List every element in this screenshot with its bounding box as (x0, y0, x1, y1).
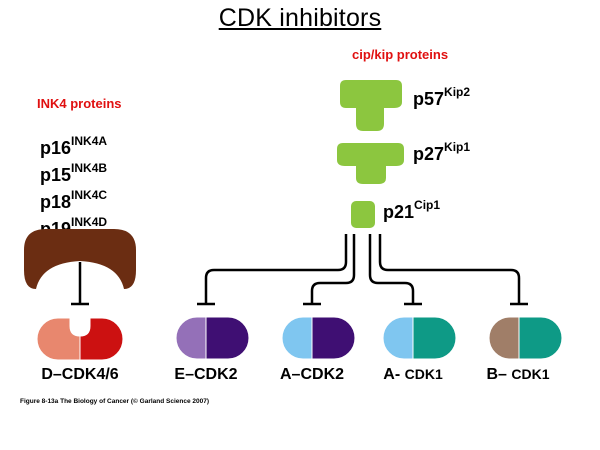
a-cdk2-kinase-shape (311, 316, 356, 360)
ink4-member-p16: p16INK4A (40, 134, 108, 158)
branch-to-a-cdk1 (368, 234, 415, 303)
ink4-label: INK4 proteins (37, 96, 122, 111)
cip-kip-label: cip/kip proteins (352, 47, 449, 62)
d-cdk46-cyclin-shape (36, 317, 81, 361)
complex-label-e-cdk2: E–CDK2 (174, 366, 238, 383)
figure-caption: Figure 8-13a The Biology of Cancer (© Ga… (20, 398, 210, 405)
p27-label: p27Kip1 (413, 140, 471, 164)
complex-label-b-cdk1: B– CDK1 (486, 366, 550, 383)
d-cdk46-kinase-shape (79, 317, 124, 361)
p21-inhibitor-shape (351, 201, 375, 228)
e-cdk2-cyclin-shape (175, 316, 207, 360)
complex-label-d-cdk46: D–CDK4/6 (41, 366, 119, 383)
ink4-member-p15: p15INK4B (40, 161, 108, 185)
cip-kip-inhibition-branches (204, 234, 521, 303)
p57-inhibitor-shape (340, 80, 402, 131)
p27-inhibitor-shape (337, 143, 404, 184)
a-cdk1-cyclin-shape (382, 316, 414, 360)
complex-label-a-cdk2: A–CDK2 (279, 366, 345, 383)
branch-to-e-cdk2 (204, 234, 348, 303)
a-cdk1-kinase-shape (412, 316, 457, 360)
p57-label: p57Kip2 (413, 85, 471, 109)
e-cdk2-kinase-shape (205, 316, 250, 360)
a-cdk2-cyclin-shape (281, 316, 313, 360)
ink4-inhibitor-shape (24, 229, 136, 289)
b-cdk1-cyclin-shape (488, 316, 520, 360)
branch-to-b-cdk1 (378, 234, 521, 303)
branch-to-a-cdk2 (310, 234, 356, 303)
complex-label-a-cdk1: A- CDK1 (383, 366, 443, 383)
diagram-title: CDK inhibitors (218, 4, 382, 32)
p21-label: p21Cip1 (383, 198, 441, 222)
b-cdk1-kinase-shape (518, 316, 563, 360)
ink4-member-p18: p18INK4C (40, 188, 108, 212)
